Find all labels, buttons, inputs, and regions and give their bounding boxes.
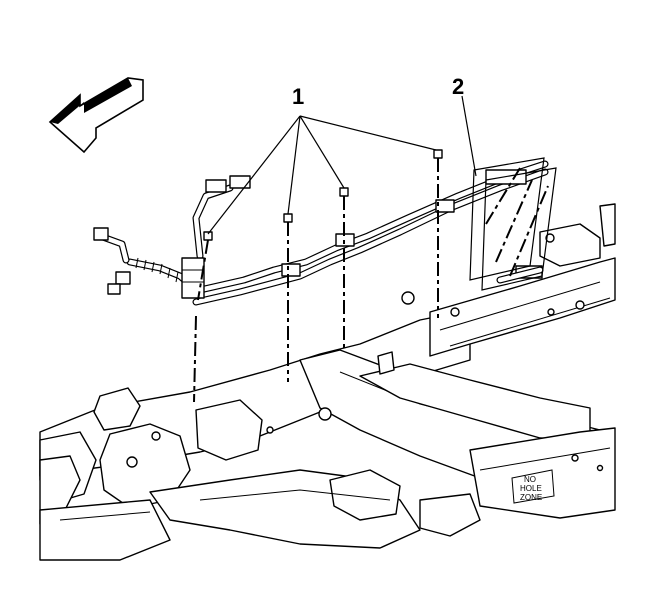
callout-2: 2 [452,74,464,99]
svg-text:HOLE: HOLE [520,484,542,493]
callout-2-leader [461,95,477,177]
callout-1-leaders [207,115,437,235]
arrow-left-icon [48,77,144,154]
svg-text:ZONE: ZONE [520,493,542,502]
no-hole-zone-label: NO HOLE ZONE [520,475,542,502]
fastener-alignment-lines [193,158,439,403]
vehicle-frame: NO HOLE ZONE [39,203,616,561]
svg-text:NO: NO [524,475,536,484]
callout-1: 1 [292,84,304,109]
fuel-line-bracket-outline [469,157,557,291]
fuel-line-assembly [93,160,549,306]
